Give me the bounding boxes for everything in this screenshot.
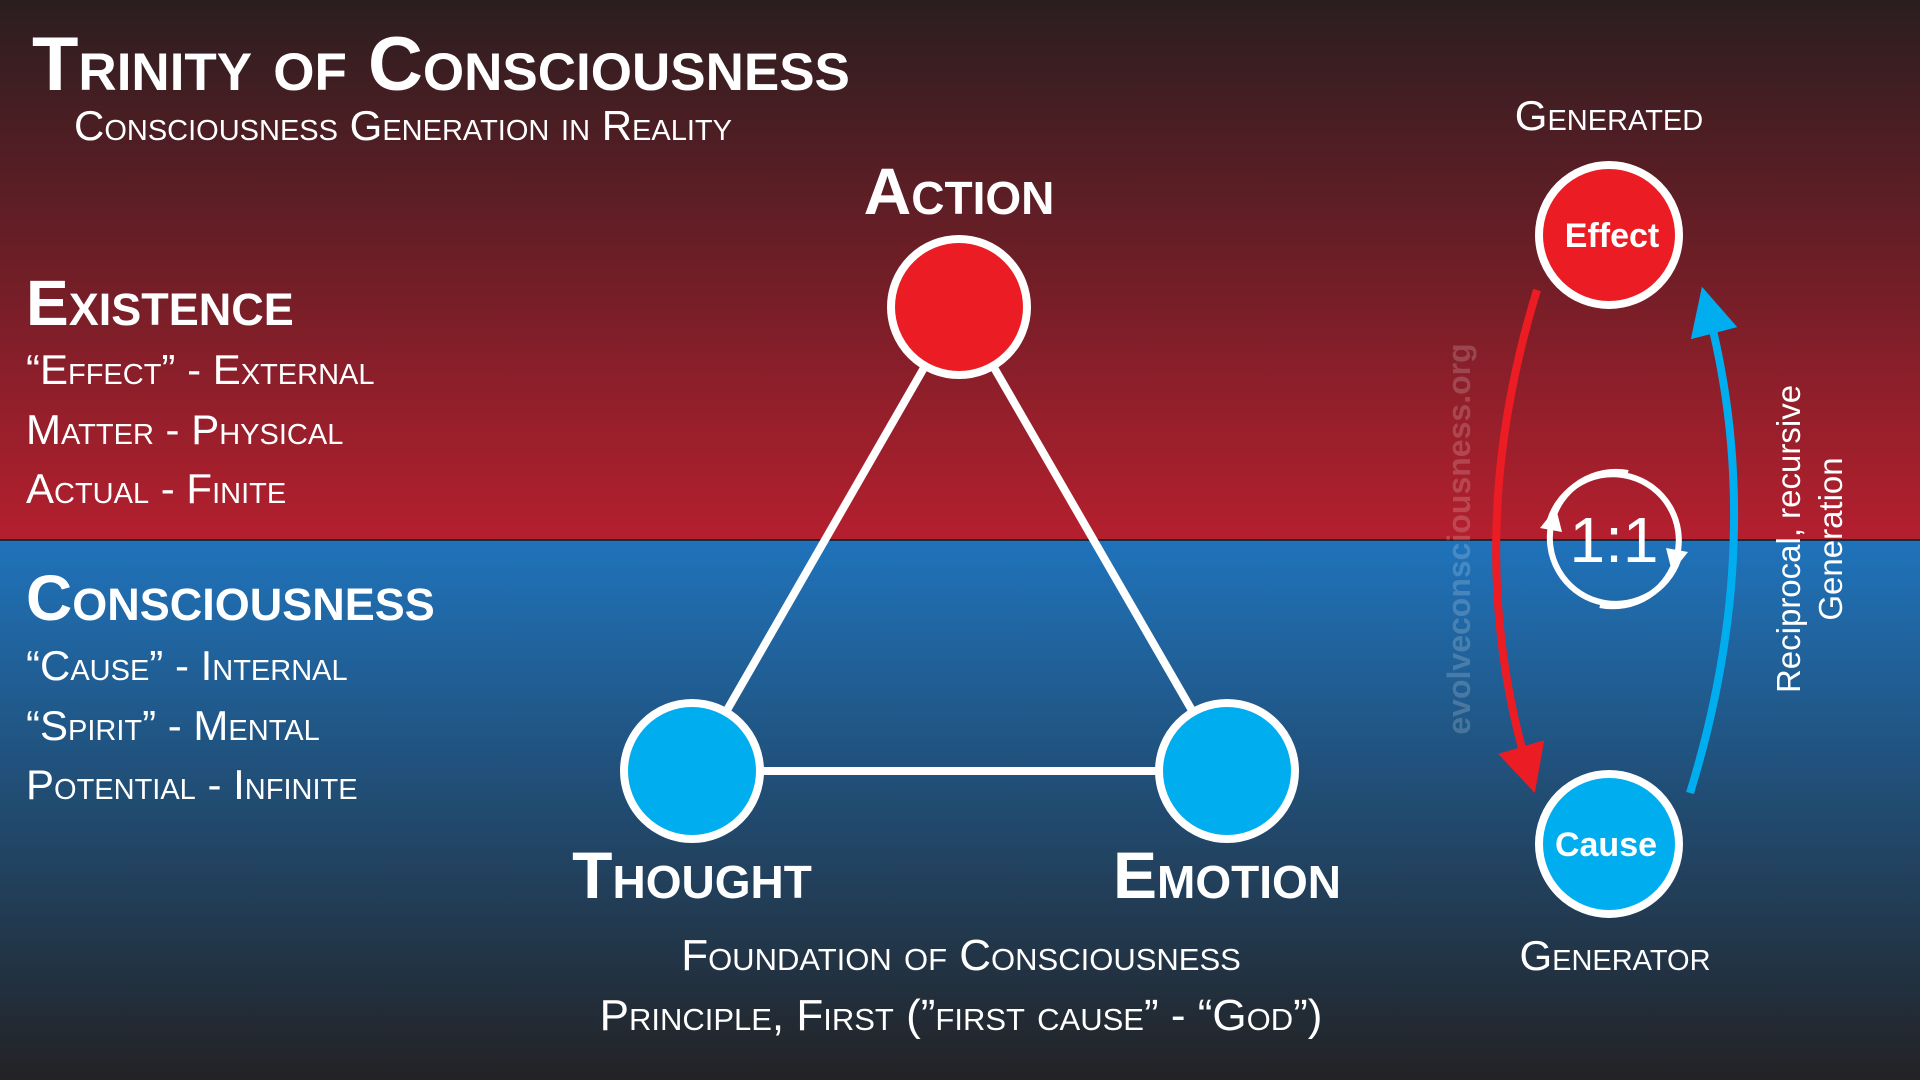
emotion-node [1155, 699, 1299, 843]
consciousness-heading: Consciousness [26, 562, 435, 634]
consciousness-line: “Spirit” - Mental [26, 702, 320, 749]
consciousness-line: “Cause” - Internal [26, 642, 348, 689]
effect-node [1535, 161, 1683, 309]
triangle-edges [688, 304, 1231, 775]
existence-line: Matter - Physical [26, 406, 343, 453]
blue-arrow-cause-to-effect [1686, 286, 1739, 795]
foundation-line-2: Principle, First (”first cause” - “God”) [600, 991, 1323, 1040]
cause-node [1535, 770, 1683, 918]
page-title: Trinity of Consciousness [32, 22, 850, 107]
page-subtitle: Consciousness Generation in Reality [74, 102, 732, 149]
thought-label: Thought [572, 838, 812, 912]
generator-label: Generator [1519, 932, 1710, 979]
red-arrow-effect-to-cause [1492, 288, 1545, 794]
action-label: Action [864, 154, 1055, 228]
action-node [887, 235, 1031, 379]
thought-node [620, 699, 764, 843]
consciousness-line: Potential - Infinite [26, 761, 358, 808]
foundation-line-1: Foundation of Consciousness [681, 931, 1241, 980]
emotion-label: Emotion [1113, 838, 1341, 912]
cycle-arrows-icon [1540, 468, 1688, 610]
watermark: evolveconsciousness.org [1441, 343, 1477, 734]
existence-line: Actual - Finite [26, 465, 286, 512]
reciprocal-label-line-2: Generation [1812, 457, 1849, 620]
cause-label: Cause [1555, 826, 1657, 864]
effect-label: Effect [1565, 217, 1659, 255]
reciprocal-label-line-1: Reciprocal, recursive [1770, 385, 1807, 693]
generated-label: Generated [1515, 92, 1703, 139]
ratio-label: 1:1 [1570, 504, 1659, 576]
existence-line: “Effect” - External [26, 346, 375, 393]
existence-heading: Existence [26, 267, 294, 339]
